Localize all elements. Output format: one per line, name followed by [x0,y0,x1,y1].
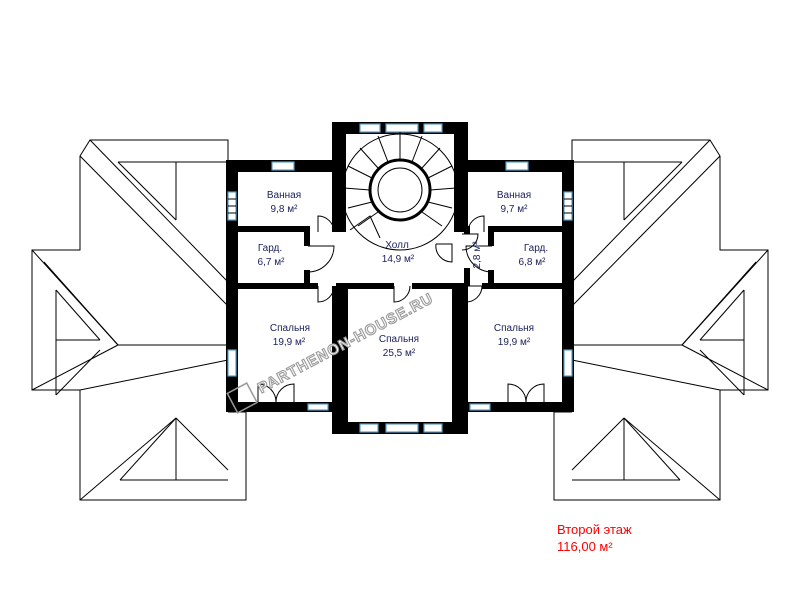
room-ward-left-area: 6,7 м² [258,257,286,268]
doors [257,215,545,403]
room-bath-left-name: Ванная [267,190,301,201]
watermark-logo [226,382,259,414]
plan-caption: Второй этаж 116,00 м² [557,521,632,555]
room-ward-right-area: 6,8 м² [519,257,547,268]
room-bed-center-area: 25,5 м² [383,348,416,359]
window-mullions [228,198,572,214]
room-labels: Ванная 9,8 м² Ванная 9,7 м² Гард. 6,7 м²… [258,190,549,359]
room-bed-left-area: 19,9 м² [273,337,306,348]
room-bed-right-name: Спальня [494,323,534,334]
room-bath-right-area: 9,7 м² [501,204,529,215]
roof-right [553,139,769,501]
room-bed-left-name: Спальня [270,323,310,334]
interior-walls [236,226,568,289]
floor-title: Второй этаж [557,522,632,537]
spiral-staircase [341,132,459,251]
room-closet-area: 2,8 м² [472,241,483,269]
roof-left [31,139,247,501]
room-ward-right-name: Гард. [524,243,548,254]
floor-total-area: 116,00 м² [557,539,613,554]
room-hall-name: Холл [385,240,409,251]
room-bed-center-name: Спальня [379,334,419,345]
room-bath-left-area: 9,8 м² [271,204,299,215]
room-ward-left-name: Гард. [258,243,282,254]
room-hall-area: 14,9 м² [382,254,415,265]
room-bed-right-area: 19,9 м² [498,337,531,348]
room-bath-right-name: Ванная [497,190,531,201]
